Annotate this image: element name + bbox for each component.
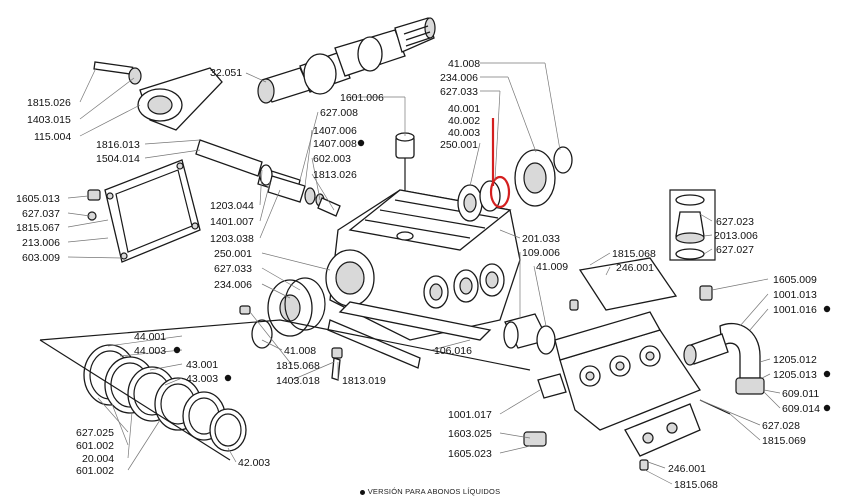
label-213006: 213.006	[22, 237, 60, 249]
connecting-rod	[93, 61, 223, 131]
label-1403015: 1403.015	[27, 114, 71, 126]
label-40002: 40.002	[448, 115, 480, 127]
oil-seal-red	[489, 175, 511, 209]
crankcase	[325, 189, 521, 341]
left-bearing-group	[239, 277, 326, 349]
label-1813026: 1813.026	[313, 169, 357, 181]
label-1815067: 1815.067	[16, 222, 60, 234]
label-609014: 609.014	[782, 403, 820, 415]
liquid-fertilizer-marker	[823, 370, 831, 378]
liquid-fertilizer-marker	[823, 305, 831, 313]
label-44001: 44.001	[134, 331, 166, 343]
liquid-fertilizer-marker	[173, 346, 181, 354]
label-41008b: 41.008	[284, 345, 316, 357]
label-246001a: 246.001	[616, 262, 654, 274]
label-106016: 106.016	[434, 345, 472, 357]
label-246001b: 246.001	[668, 463, 706, 475]
label-1605009: 1605.009	[773, 274, 817, 286]
label-1504014: 1504.014	[96, 153, 140, 165]
label-603009: 603.009	[22, 252, 60, 264]
label-1205012: 1205.012	[773, 354, 817, 366]
label-20004: 20.004	[82, 453, 114, 465]
valve-group	[669, 189, 716, 261]
label-601002b: 601.002	[76, 465, 114, 477]
label-41009: 41.009	[536, 261, 568, 273]
label-1603025: 1603.025	[448, 428, 492, 440]
label-43003: 43.003	[186, 373, 218, 385]
part-labels: 32.051 1815.026 1403.015 115.004 1816.01…	[16, 58, 831, 491]
label-1001017: 1001.017	[448, 409, 492, 421]
label-601002a: 601.002	[76, 440, 114, 452]
liquid-fertilizer-footnote: VERSIÓN PARA ABONOS LÍQUIDOS	[0, 487, 860, 496]
label-109006: 109.006	[522, 247, 560, 259]
label-44003: 44.003	[134, 345, 166, 357]
label-1403018: 1403.018	[276, 375, 320, 387]
label-627037: 627.037	[22, 208, 60, 220]
label-250001a: 250.001	[214, 248, 252, 260]
plunger-rods	[195, 139, 341, 217]
label-1407006: 1407.006	[313, 125, 357, 137]
label-1815069: 1815.069	[762, 435, 806, 447]
label-1605023: 1605.023	[448, 448, 492, 460]
bullet-dot-icon	[359, 489, 365, 495]
label-41008a: 41.008	[448, 58, 480, 70]
label-250001b: 250.001	[440, 139, 478, 151]
label-627033b: 627.033	[440, 86, 478, 98]
label-40003: 40.003	[448, 127, 480, 139]
label-43001: 43.001	[186, 359, 218, 371]
label-627025: 627.025	[76, 427, 114, 439]
label-2013006: 2013.006	[714, 230, 758, 242]
label-1815026: 1815.026	[27, 97, 71, 109]
label-115004: 115.004	[34, 131, 71, 143]
rear-cover-plate	[87, 159, 201, 263]
packing-stack	[39, 319, 531, 461]
liquid-fertilizer-marker	[357, 139, 365, 147]
label-1815068c: 1815.068	[276, 360, 320, 372]
label-627028: 627.028	[762, 420, 800, 432]
label-42003: 42.003	[238, 457, 270, 469]
label-1407008: 1407.008	[313, 138, 357, 150]
bearing-seal-stack	[457, 118, 573, 222]
liquid-fertilizer-marker	[823, 404, 831, 412]
leader-lines	[67, 62, 781, 485]
label-234006a: 234.006	[214, 279, 252, 291]
label-627023: 627.023	[716, 216, 754, 228]
label-1815068a: 1815.068	[612, 248, 656, 260]
label-627008: 627.008	[320, 107, 358, 119]
label-1001016: 1001.016	[773, 304, 817, 316]
manifold-head	[523, 257, 701, 471]
label-1815068b: 1815.068	[674, 479, 718, 491]
label-40001: 40.001	[448, 103, 480, 115]
label-1205013: 1205.013	[773, 369, 817, 381]
label-1001013: 1001.013	[773, 289, 817, 301]
footnote-text: VERSIÓN PARA ABONOS LÍQUIDOS	[367, 487, 501, 496]
label-609011: 609.011	[782, 388, 819, 400]
plunger-sleeve	[503, 313, 556, 355]
label-1203038: 1203.038	[210, 233, 254, 245]
label-234006b: 234.006	[440, 72, 478, 84]
label-1605013: 1605.013	[16, 193, 60, 205]
label-627033a: 627.033	[214, 263, 252, 275]
outlet-fittings	[683, 285, 765, 415]
label-602003: 602.003	[313, 153, 351, 165]
label-1601006: 1601.006	[340, 92, 384, 104]
label-1203044: 1203.044	[210, 200, 254, 212]
oil-dipstick	[395, 132, 415, 196]
label-627027: 627.027	[716, 244, 754, 256]
label-1816013: 1816.013	[96, 139, 140, 151]
label-32051: 32.051	[210, 67, 242, 79]
crankshaft	[257, 17, 436, 104]
label-201033: 201.033	[522, 233, 560, 245]
liquid-fertilizer-marker	[224, 374, 232, 382]
label-1813019: 1813.019	[342, 375, 386, 387]
label-1401007: 1401.007	[210, 216, 254, 228]
